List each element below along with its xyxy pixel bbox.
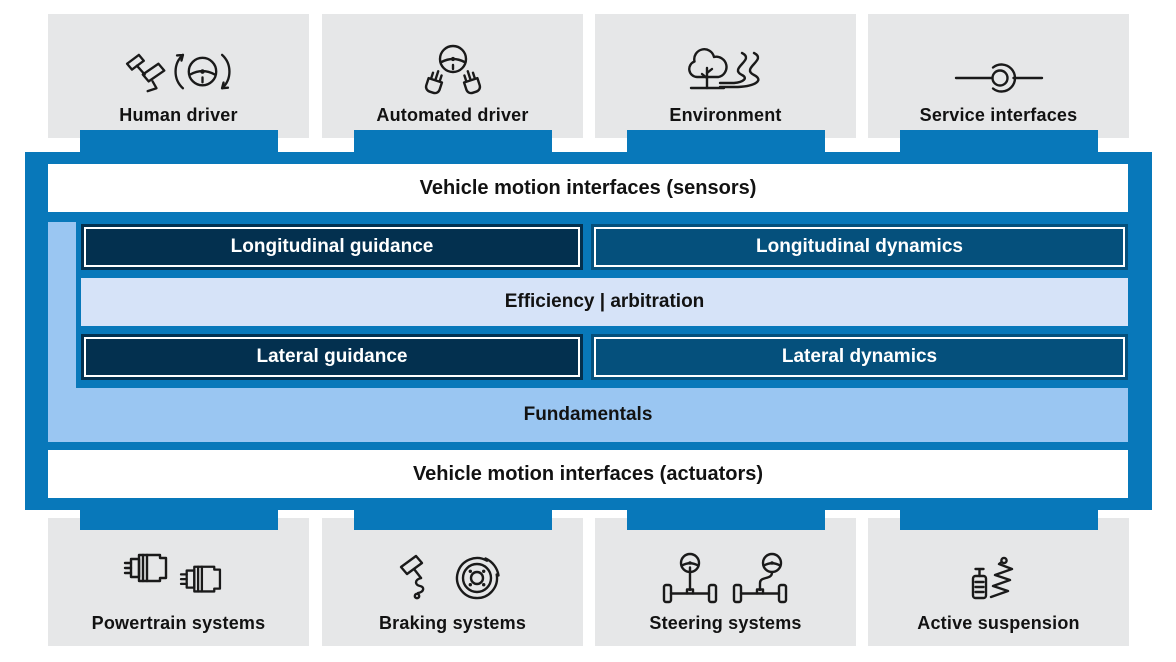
actuators-interface-bar: Vehicle motion interfaces (actuators) [48,450,1128,498]
io-box-label: Braking systems [378,613,527,633]
sensors-interface-label: Vehicle motion interfaces (sensors) [419,176,757,199]
io-box-label: Automated driver [376,105,529,125]
vehicle-motion-core: Vehicle motion interfaces (sensors) Long… [25,152,1152,510]
connector-tab-human-driver [80,130,278,154]
brake-pedal-disc-icon [395,550,511,606]
block-lateral-guidance: Lateral guidance [81,334,583,380]
io-box-service-interfaces: Service interfaces [868,14,1129,138]
electric-motors-icon [123,548,235,606]
io-box-human-driver: Human driver [48,14,309,138]
io-box-active-suspension: Active suspension [868,518,1129,646]
io-box-label: Active suspension [917,613,1080,633]
io-box-label: Human driver [119,105,238,125]
connector-tab-service-interfaces [900,130,1098,154]
block-lateral-dynamics: Lateral dynamics [591,334,1128,380]
block-label: Lateral dynamics [781,346,938,367]
io-box-steering-systems: Steering systems [595,518,856,646]
io-box-label: Environment [669,105,782,125]
connector-interface-icon [951,58,1047,98]
steering-wheel-hands-icon [417,44,489,98]
tree-winding-road-icon [684,48,768,98]
block-label: Fundamentals [523,404,653,425]
pedals-steering-wheel-icon [120,51,238,98]
spring-damper-icon [963,550,1035,606]
block-efficiency-arbitration: Efficiency | arbitration [81,278,1128,326]
block-label: Longitudinal guidance [230,236,434,257]
io-box-label: Powertrain systems [91,613,266,633]
actuators-interface-label: Vehicle motion interfaces (actuators) [412,462,764,485]
block-label: Lateral guidance [256,346,408,367]
io-box-automated-driver: Automated driver [322,14,583,138]
io-box-braking-systems: Braking systems [322,518,583,646]
io-box-label: Steering systems [649,613,802,633]
block-longitudinal-guidance: Longitudinal guidance [81,224,583,270]
connector-tab-steering [627,506,825,530]
connector-tab-environment [627,130,825,154]
io-box-label: Service interfaces [919,105,1078,125]
io-box-powertrain-systems: Powertrain systems [48,518,309,646]
steering-axles-icon [662,550,790,606]
io-box-environment: Environment [595,14,856,138]
connector-tab-powertrain [80,506,278,530]
sensors-interface-bar: Vehicle motion interfaces (sensors) [48,164,1128,212]
block-longitudinal-dynamics: Longitudinal dynamics [591,224,1128,270]
connector-tab-braking [354,506,552,530]
block-fundamentals: Fundamentals [48,388,1128,442]
block-label: Efficiency | arbitration [504,291,705,312]
connector-tab-suspension [900,506,1098,530]
block-label: Longitudinal dynamics [756,236,963,257]
connector-tab-automated-driver [354,130,552,154]
